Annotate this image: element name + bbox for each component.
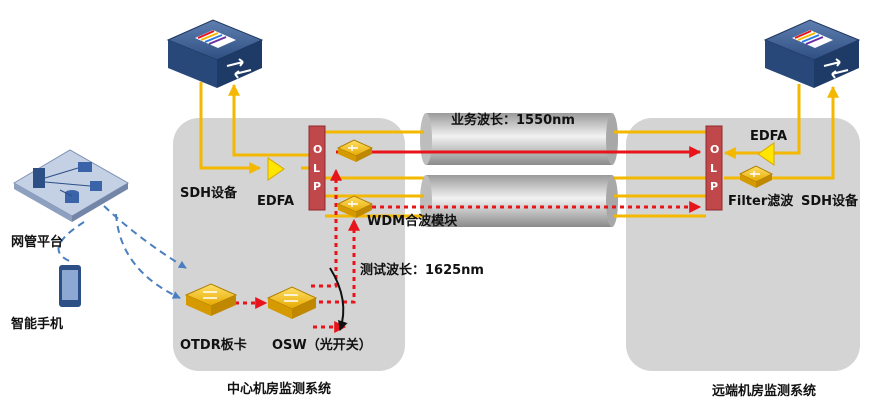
fiber-cylinder-upper: [420, 113, 618, 165]
olp-left-letter-l: L: [313, 162, 321, 175]
wdm-module-upper: [336, 139, 374, 162]
olp-right-letter-l: L: [710, 162, 718, 175]
sdh-switch-icon-right: [763, 19, 861, 88]
service-wavelength-label: 业务波长：1550nm: [451, 113, 575, 128]
center-sdh-label: SDH设备: [180, 186, 238, 201]
wdm-module-lower: [336, 195, 374, 218]
filter-module-icon: [738, 165, 774, 188]
center-room-panel: [173, 118, 405, 371]
remote-room-panel: [626, 118, 860, 371]
olp-left-letter-o: O: [313, 143, 323, 156]
olp-right-letter-p: P: [710, 180, 719, 193]
otdr-card-icon: [184, 283, 238, 316]
osw-switch-icon: [266, 286, 318, 319]
olp-left-letter-p: P: [313, 180, 322, 193]
olp-right-letter-o: O: [710, 143, 720, 156]
test-line-paths: [235, 146, 702, 333]
remote-room-title: 远端机房监测系统: [712, 384, 817, 399]
filter-label: Filter滤波: [728, 194, 794, 209]
sdh-switch-icon-left: [166, 19, 264, 88]
edfa-amplifier-icon-left: [267, 157, 285, 181]
service-line-right: [614, 84, 839, 218]
olp-box-left: [308, 125, 326, 211]
edfa-amplifier-icon-right: [757, 142, 775, 166]
olp-box-right: [705, 125, 723, 211]
remote-edfa-label: EDFA: [750, 129, 788, 144]
smartphone-icon: [59, 265, 81, 307]
fiber-cylinder-lower: [420, 175, 618, 227]
osw-switch-arc: [329, 267, 348, 331]
center-room-title: 中心机房监测系统: [227, 382, 332, 397]
remote-sdh-label: SDH设备: [801, 194, 859, 209]
otdr-card-label: OTDR板卡: [180, 338, 247, 353]
nms-label: 网管平台: [11, 235, 64, 250]
center-edfa-label: EDFA: [257, 194, 295, 209]
wdm-module-label: WDM合波模块: [367, 214, 458, 229]
smartphone-label: 智能手机: [11, 317, 64, 332]
nms-platform-icon: [13, 149, 129, 222]
test-wavelength-label: 测试波长：1625nm: [360, 263, 484, 278]
management-links: [57, 205, 187, 299]
osw-label: OSW（光开关）: [272, 338, 372, 353]
